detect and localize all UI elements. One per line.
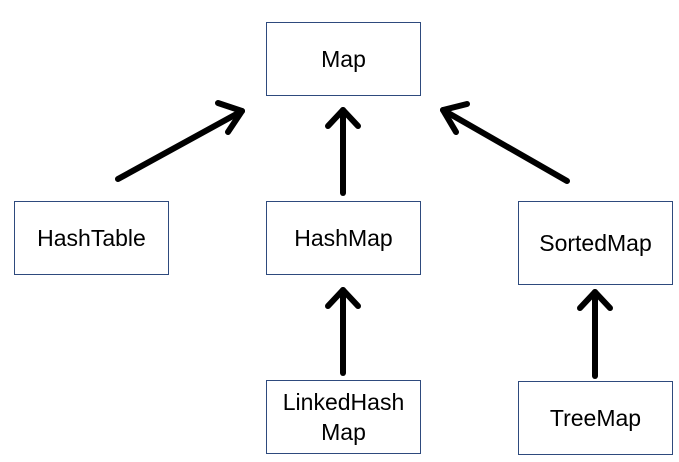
node-map-label: Map — [321, 46, 366, 72]
arrow-hashmap-to-map — [325, 107, 361, 196]
node-hashtable-label: HashTable — [37, 225, 146, 251]
node-sortedmap-label: SortedMap — [539, 230, 652, 256]
node-treemap-label: TreeMap — [549, 405, 642, 431]
arrow-sortedmap-to-map — [440, 101, 570, 184]
arrow-linkedhashmap-to-hashmap — [325, 287, 361, 376]
node-treemap: TreeMap — [518, 381, 673, 455]
node-hashmap-label: HashMap — [294, 225, 393, 251]
node-map: Map — [266, 22, 421, 96]
node-sortedmap: SortedMap — [518, 201, 673, 285]
node-hashmap: HashMap — [266, 201, 421, 275]
node-linkedhashmap-label: LinkedHash Map — [282, 389, 405, 445]
node-hashtable: HashTable — [14, 201, 169, 275]
node-linkedhashmap: LinkedHash Map — [266, 380, 421, 454]
arrow-hashtable-to-map — [115, 100, 245, 182]
arrow-treemap-to-sortedmap — [577, 289, 613, 379]
